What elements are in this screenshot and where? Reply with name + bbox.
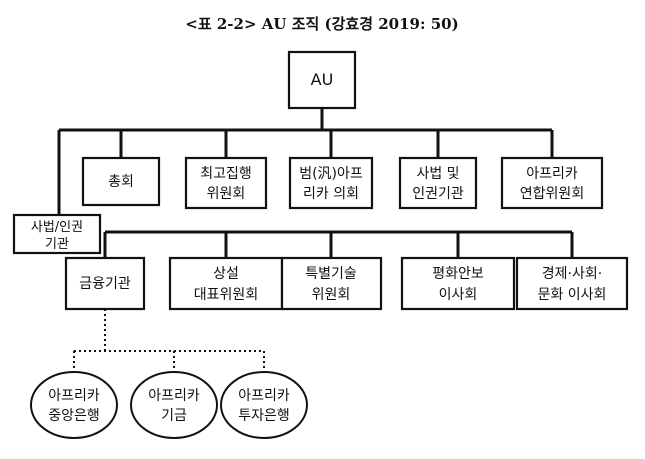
sub-organ-5: 경제·사회· 문화 이사회 — [515, 256, 629, 311]
connectors — [57, 108, 574, 380]
fin-institution-1-line-2: 중앙은행 — [48, 408, 100, 424]
organ-1-label: 총회 — [108, 174, 134, 190]
sub-organ-2-line-2: 대표위원회 — [194, 287, 258, 303]
organ-2-line-1: 최고집행 — [200, 166, 252, 182]
organ-5-line-1: 아프리카 — [526, 166, 578, 182]
organ-4-line-2: 인권기관 — [412, 186, 464, 202]
sub-organ-3-line-2: 위원회 — [312, 287, 351, 303]
sub-organ-4-line-2: 이사회 — [439, 287, 478, 303]
sub-organ-4: 평화안보 이사회 — [400, 256, 516, 311]
sub-organ-2-line-1: 상설 — [213, 266, 239, 282]
organ-2: 최고집행 위원회 — [184, 156, 268, 210]
fin-institution-2: 아프리카 기금 — [130, 371, 218, 439]
organ-1: 총회 — [81, 156, 161, 207]
root-label: AU — [311, 70, 334, 89]
organ-3-line-1: 범(汎)아프 — [299, 166, 363, 182]
sub-organ-2: 상설 대표위원회 — [168, 256, 284, 311]
fin-institution-3-line-1: 아프리카 — [238, 388, 290, 404]
left-box-line-1: 사법/인권 — [31, 220, 83, 235]
fin-institution-2-line-1: 아프리카 — [148, 388, 200, 404]
left-box-judicial: 사법/인권 기관 — [12, 213, 102, 255]
root-node: AU — [287, 50, 357, 110]
diagram-title: <표 2-2> AU 조직 (강효경 2019: 50) — [185, 15, 458, 33]
sub-organ-3-line-1: 특별기술 — [305, 266, 357, 282]
organ-3: 범(汎)아프 리카 의회 — [288, 156, 374, 210]
left-box-line-2: 기관 — [45, 237, 69, 252]
fin-institution-1-line-1: 아프리카 — [48, 388, 100, 404]
sub-organ-5-line-1: 경제·사회· — [542, 266, 602, 282]
sub-organ-5-line-2: 문화 이사회 — [538, 287, 607, 303]
organ-3-line-2: 리카 의회 — [303, 186, 359, 202]
organ-5: 아프리카 연합위원회 — [500, 156, 604, 210]
organ-2-line-2: 위원회 — [207, 186, 246, 202]
fin-institution-2-line-2: 기금 — [161, 408, 187, 424]
sub-organ-1-label: 금융기관 — [79, 276, 131, 292]
sub-organ-1: 금융기관 — [64, 256, 146, 311]
organ-5-line-2: 연합위원회 — [520, 186, 584, 202]
sub-organ-4-line-1: 평화안보 — [432, 266, 484, 282]
organ-4-line-1: 사법 및 — [416, 166, 459, 182]
fin-institution-3: 아프리카 투자은행 — [220, 371, 308, 439]
organ-4: 사법 및 인권기관 — [398, 156, 478, 210]
fin-institution-1: 아프리카 중앙은행 — [30, 371, 118, 439]
sub-organ-3: 특별기술 위원회 — [280, 256, 383, 311]
fin-institution-3-line-2: 투자은행 — [238, 408, 290, 424]
